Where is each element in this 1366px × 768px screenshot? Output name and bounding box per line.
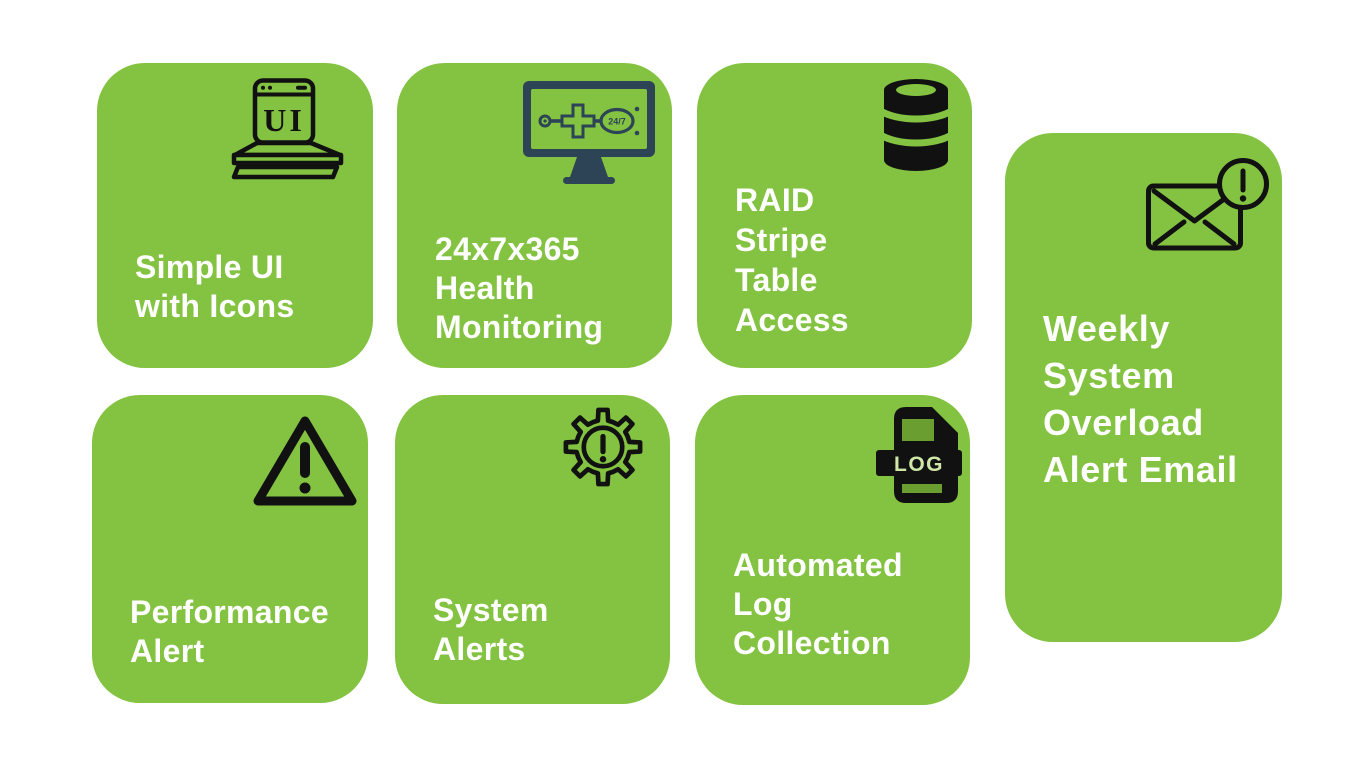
card-title-line: Overload [1043,402,1204,443]
database-icon [883,78,949,172]
monitor-icon-label: 24/7 [608,117,626,127]
card-title-line: Monitoring [435,309,604,345]
card-title-line: Performance [130,594,329,630]
card-title-line: Health [435,270,535,306]
card-system-alerts: System Alerts [395,395,670,704]
monitor-stethoscope-icon: 24/7 [523,81,655,185]
log-icon-label: LOG [894,453,944,476]
card-weekly-overload-alert-email: Weekly System Overload Alert Email [1005,133,1282,642]
card-title: Performance Alert [130,593,329,671]
card-title-line: Access [735,302,849,338]
card-title: System Alerts [433,591,549,669]
card-title-line: 24x7x365 [435,231,580,267]
card-title-line: Automated [733,547,903,583]
card-title-line: Collection [733,625,891,661]
card-title-line: Log [733,586,793,622]
card-performance-alert: Performance Alert [92,395,368,703]
card-title: Simple UI with Icons [135,248,294,326]
card-title-line: Alert Email [1043,449,1238,490]
card-title: RAID Stripe Table Access [735,180,849,340]
email-alert-icon [1146,158,1270,262]
ui-icon-label: UI [263,102,305,138]
card-title-line: Simple UI [135,249,284,285]
card-title: Weekly System Overload Alert Email [1043,305,1238,493]
card-title-line: System [433,592,549,628]
card-title-line: Table [735,262,818,298]
card-automated-log-collection: LOG Automated Log Collection [695,395,970,705]
card-title-line: Weekly [1043,308,1171,349]
card-title-line: Alerts [433,631,526,667]
warning-triangle-icon [252,412,358,510]
gear-alert-icon [561,405,645,489]
card-title-line: RAID [735,182,815,218]
card-simple-ui: UI Simple UI with Icons [97,63,373,368]
card-health-monitoring: 24/7 24x7x365 Health Monitoring [397,63,672,368]
log-file-icon: LOG [876,405,962,507]
card-title-line: with Icons [135,288,295,324]
card-title: Automated Log Collection [733,546,903,663]
card-title-line: System [1043,355,1175,396]
card-title: 24x7x365 Health Monitoring [435,230,603,347]
card-title-line: Alert [130,633,205,669]
ui-window-stack-icon: UI [225,78,345,183]
card-raid-stripe-table-access: RAID Stripe Table Access [697,63,972,368]
card-title-line: Stripe [735,222,828,258]
